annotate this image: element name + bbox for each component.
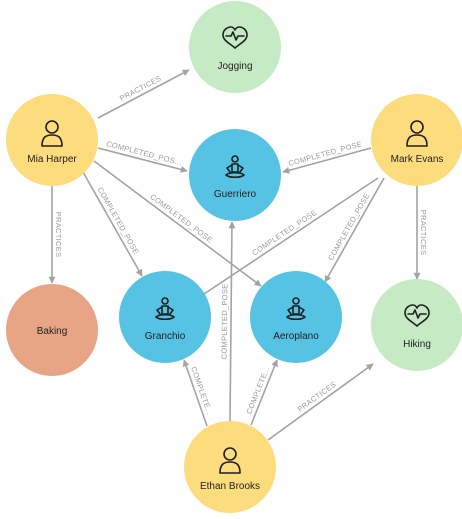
edge-ethan-granchio[interactable]: COMPLETE... (182, 359, 214, 427)
edge-ethan-guerriero[interactable]: COMPLETED_POSE (220, 221, 236, 422)
node-circle[interactable] (119, 271, 211, 363)
edge-mia-granchio[interactable]: COMPLETED_POSE (82, 171, 143, 277)
person-icon (219, 447, 241, 474)
node-label: Guerriero (214, 189, 257, 200)
edge-line[interactable] (97, 147, 188, 173)
edge-mia-jogging[interactable]: PRACTICES (97, 69, 190, 119)
edge-label: PRACTICES (419, 210, 428, 256)
edge-line[interactable] (324, 177, 385, 283)
edge-line[interactable] (93, 160, 262, 287)
edge-label: PRACTICES (54, 212, 63, 258)
edge-label: PRACTICES (296, 380, 338, 414)
node-jogging[interactable]: Jogging (189, 1, 281, 93)
edge-line[interactable] (197, 177, 379, 299)
edge-mia-baking[interactable]: PRACTICES (48, 186, 63, 284)
edge-label: COMPLETED_POSE (250, 208, 318, 258)
node-circle[interactable] (371, 94, 462, 186)
node-label: Mia Harper (27, 154, 77, 165)
edge-label: COMPLETED_POSE (220, 283, 230, 359)
edge-mark-guerriero[interactable]: COMPLETED_POSE (282, 139, 372, 174)
node-baking[interactable]: Baking (6, 284, 98, 376)
node-circle[interactable] (250, 271, 342, 363)
person-icon (41, 120, 63, 147)
node-mia[interactable]: Mia Harper (6, 94, 98, 186)
edge-line[interactable] (282, 147, 372, 174)
edge-label: COMPLETED_POSE (326, 192, 371, 262)
node-label: Mark Evans (391, 154, 444, 165)
edges-layer: PRACTICES COMPLETED_POS... PRACTICES COMPLE… (48, 69, 428, 441)
node-mark[interactable]: Mark Evans (371, 94, 462, 186)
node-label: Aeroplano (273, 331, 319, 342)
node-circle[interactable] (6, 94, 98, 186)
node-label: Hiking (403, 339, 431, 350)
node-aeroplano[interactable]: Aeroplano (250, 271, 342, 363)
meditation-icon (286, 297, 306, 321)
edge-label: COMPLETED_POSE (96, 186, 141, 256)
node-label: Baking (37, 326, 68, 337)
edge-line[interactable] (228, 221, 236, 422)
person-icon (406, 120, 428, 147)
edge-line[interactable] (182, 359, 208, 427)
heartbeat-icon (404, 304, 430, 327)
edge-ethan-hiking[interactable]: PRACTICES (267, 363, 374, 441)
node-hiking[interactable]: Hiking (371, 279, 462, 371)
edge-line[interactable] (250, 359, 278, 426)
node-granchio[interactable]: Granchio (119, 271, 211, 363)
node-circle[interactable] (189, 129, 281, 221)
edge-line[interactable] (97, 69, 190, 119)
node-label: Jogging (217, 61, 252, 72)
heartbeat-icon (222, 26, 248, 49)
meditation-icon (155, 297, 175, 321)
edge-mark-hiking[interactable]: PRACTICES (413, 186, 428, 280)
node-circle[interactable] (184, 421, 276, 513)
node-guerriero[interactable]: Guerriero (189, 129, 281, 221)
node-ethan[interactable]: Ethan Brooks (184, 421, 276, 513)
edge-line[interactable] (267, 363, 374, 441)
node-label: Granchio (145, 331, 186, 342)
edge-line[interactable] (82, 171, 143, 277)
node-circle[interactable] (6, 284, 98, 376)
edge-mia-guerriero[interactable]: COMPLETED_POS... (97, 139, 188, 173)
edge-ethan-aeroplano[interactable]: COMPLETE... (244, 359, 278, 426)
meditation-icon (225, 155, 245, 179)
node-label: Ethan Brooks (200, 481, 260, 492)
